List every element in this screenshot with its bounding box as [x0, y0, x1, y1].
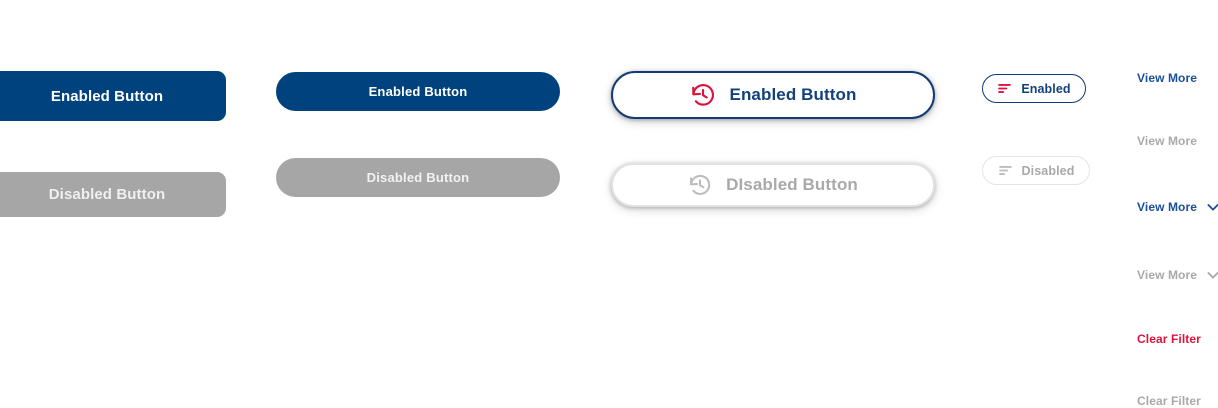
chevron-down-icon: [1205, 267, 1218, 283]
link-view-more-disabled-label: View More: [1137, 134, 1198, 148]
link-view-more-disabled: View More: [1137, 134, 1197, 148]
link-clear-filter-enabled-label: Clear Filter: [1137, 332, 1201, 346]
disabled-pill-button-label: Disabled Button: [366, 170, 470, 185]
link-clear-filter-enabled[interactable]: Clear Filter: [1137, 332, 1201, 346]
disabled-outlined-large-button: DIsabled Button: [611, 163, 935, 207]
link-clear-filter-disabled-label: Clear Filter: [1137, 394, 1201, 408]
disabled-block-button: Disabled Button: [0, 172, 226, 217]
chevron-down-icon: [1205, 199, 1218, 215]
enabled-block-button-label: Enabled Button: [50, 87, 164, 105]
enabled-outlined-large-button-label: Enabled Button: [729, 85, 857, 104]
disabled-pill-button: Disabled Button: [276, 158, 560, 197]
disabled-block-button-label: Disabled Button: [48, 186, 166, 203]
enabled-outlined-small-button[interactable]: Enabled: [982, 74, 1086, 103]
link-view-more-chevron-enabled-label: View More: [1137, 200, 1198, 214]
history-icon: [688, 173, 712, 197]
link-view-more-chevron-enabled[interactable]: View More: [1137, 199, 1218, 215]
link-view-more-chevron-disabled-label: View More: [1137, 268, 1198, 282]
link-view-more-chevron-disabled: View More: [1137, 267, 1218, 283]
enabled-pill-button[interactable]: Enabled Button: [276, 72, 560, 111]
disabled-outlined-large-button-label: DIsabled Button: [726, 175, 858, 194]
enabled-pill-button-label: Enabled Button: [368, 84, 468, 99]
enabled-outlined-large-button[interactable]: Enabled Button: [611, 71, 935, 119]
link-view-more-enabled[interactable]: View More: [1137, 71, 1197, 85]
link-clear-filter-disabled: Clear Filter: [1137, 394, 1201, 408]
link-view-more-enabled-label: View More: [1137, 71, 1198, 85]
disabled-outlined-small-button-label: Disabled: [1021, 163, 1075, 178]
history-icon: [690, 82, 716, 108]
enabled-block-button[interactable]: Enabled Button: [0, 71, 226, 121]
enabled-outlined-small-button-label: Enabled: [1021, 81, 1071, 96]
sort-icon: [998, 163, 1013, 178]
sort-icon: [997, 81, 1012, 96]
disabled-outlined-small-button: Disabled: [982, 156, 1090, 185]
